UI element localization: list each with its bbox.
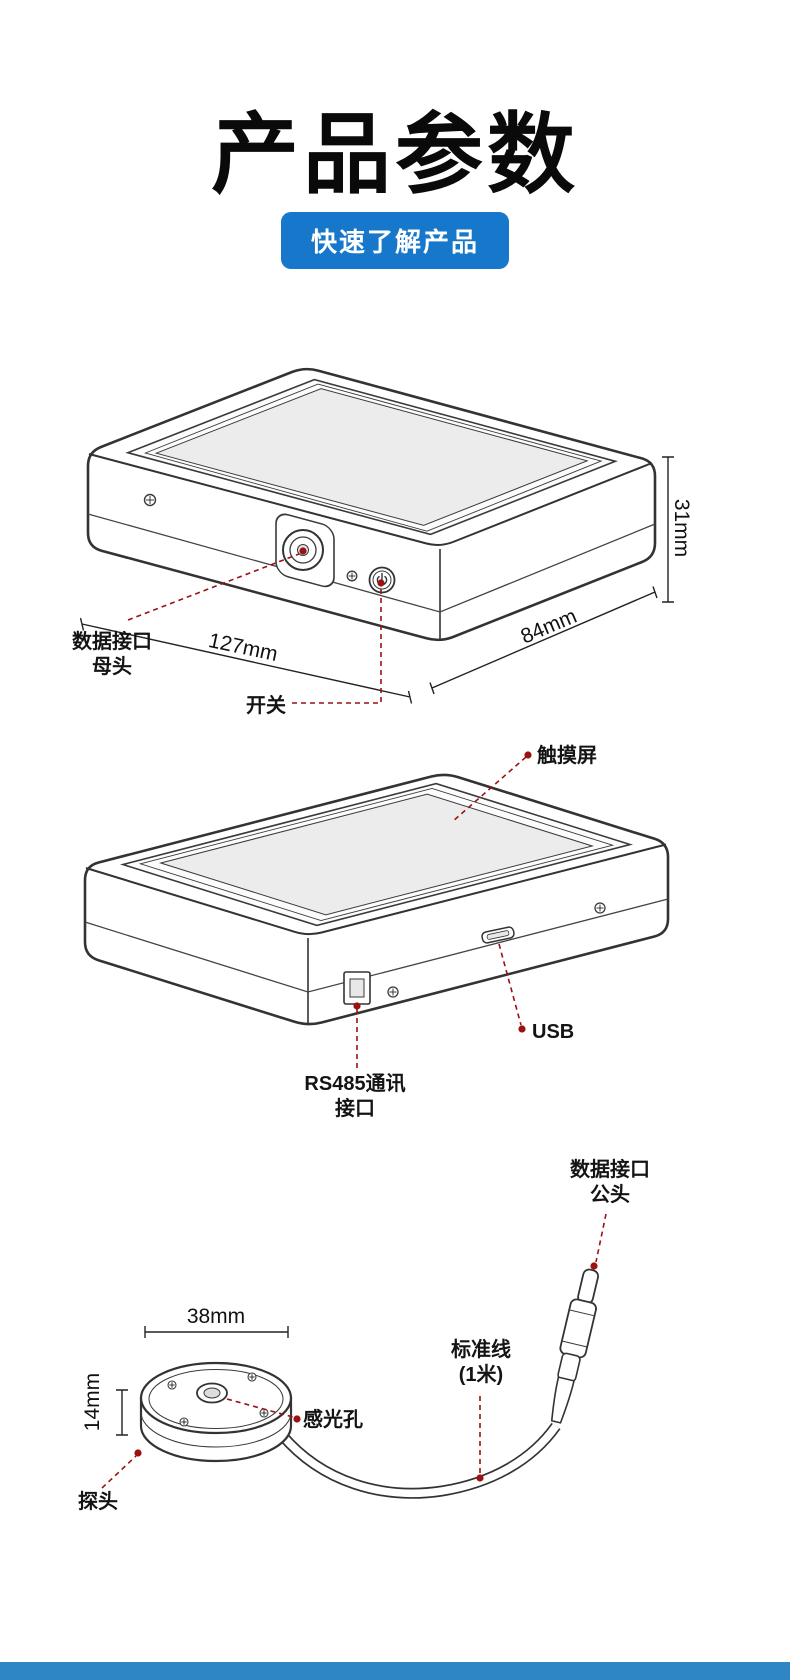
usb-port xyxy=(481,926,515,944)
case-seam-line xyxy=(87,513,656,613)
screw-icon xyxy=(387,986,399,998)
dim-probe-height-label: 14mm xyxy=(81,1372,104,1432)
callout-lines xyxy=(101,1213,607,1489)
probe-disk xyxy=(139,1361,293,1463)
callout-lines xyxy=(127,553,382,704)
sensor-hole xyxy=(196,1382,228,1404)
top-face-edge xyxy=(85,843,667,936)
dim-diameter-label: 38mm xyxy=(186,1305,246,1328)
rs485-label: RS485通讯 接口 xyxy=(304,1073,406,1120)
sensor-hole-label: 感光孔 xyxy=(303,1409,363,1431)
probe-illustration xyxy=(101,1213,607,1499)
switch-label: 开关 xyxy=(246,695,286,717)
data-port-female-label: 数据接口 母头 xyxy=(72,631,152,678)
probe-label: 探头 xyxy=(78,1491,118,1513)
callout-dot xyxy=(476,1474,484,1482)
usb-label: USB xyxy=(532,1021,575,1043)
callout-dot xyxy=(293,1415,301,1423)
quick-info-badge: 快速了解产品 xyxy=(280,212,510,269)
data-port-male-label: 数据接口 公头 xyxy=(570,1159,650,1206)
cable xyxy=(277,1422,561,1499)
rs485-port xyxy=(343,971,371,1005)
male-connector xyxy=(550,1268,599,1424)
footer-accent-bar xyxy=(0,1662,790,1680)
touchscreen-surface xyxy=(119,782,634,927)
screw-icon xyxy=(167,1372,269,1427)
dimension-lines xyxy=(79,456,674,704)
callout-dot xyxy=(299,547,307,555)
top-face-edge xyxy=(88,453,653,546)
screw-icon xyxy=(346,570,358,582)
touchscreen-label: 触摸屏 xyxy=(537,745,597,767)
screw-icon xyxy=(143,493,157,507)
callout-dot xyxy=(590,1262,598,1270)
case-seam-line xyxy=(84,898,669,993)
dimension-lines xyxy=(116,1326,289,1436)
dim-height-label: 31mm xyxy=(670,498,693,558)
page-title: 产品参数 xyxy=(210,105,579,204)
callout-dot xyxy=(134,1449,142,1457)
touchscreen-surface xyxy=(125,378,618,536)
callout-dot xyxy=(524,751,532,759)
standard-cable-label: 标准线 (1米) xyxy=(451,1339,511,1386)
device-bottom-illustration xyxy=(83,751,670,1071)
screw-icon xyxy=(594,902,606,914)
callout-dot xyxy=(353,1002,361,1010)
callout-dot xyxy=(377,579,385,587)
device-top-illustration xyxy=(79,367,674,704)
callout-dot xyxy=(518,1025,526,1033)
callout-lines xyxy=(356,756,527,1071)
